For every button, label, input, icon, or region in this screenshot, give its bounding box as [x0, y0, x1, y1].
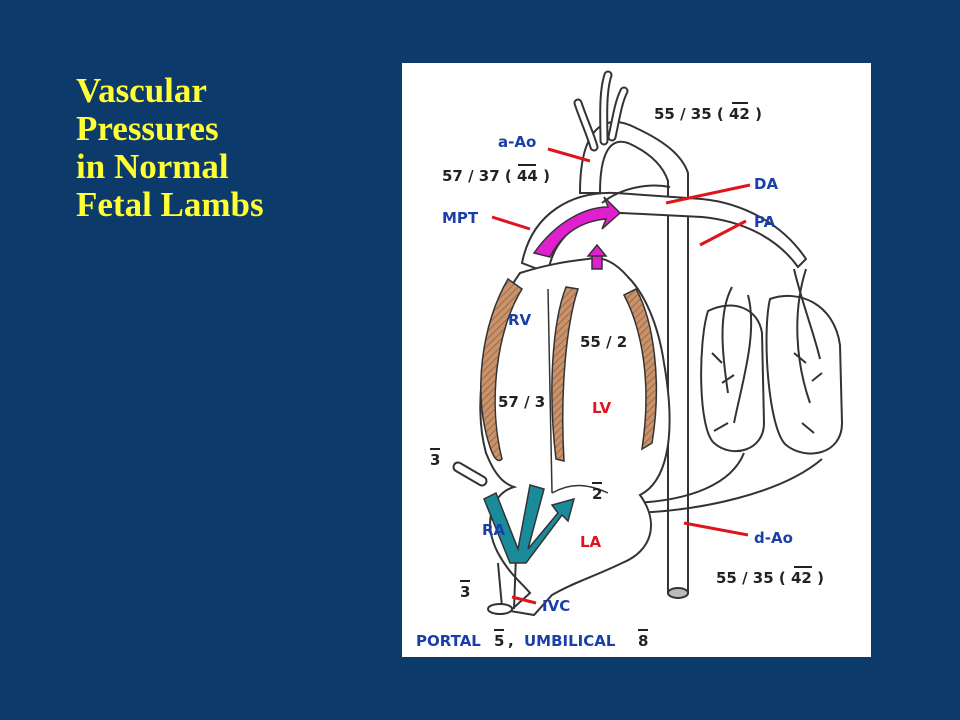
label-umbilical: UMBILICAL [524, 632, 616, 650]
label-da: DA [754, 175, 778, 193]
interventricular-septum [551, 286, 579, 462]
pressure-ascending-aorta: 55 / 35 ( 42 ) [654, 105, 762, 123]
title-line-2: Pressures [76, 109, 219, 148]
label-ra: RA [482, 521, 506, 539]
label-pa: PA [754, 213, 776, 231]
fetal-circulation-diagram: a-Ao MPT DA PA RV RA IVC d-Ao LV LA 55 /… [402, 63, 871, 657]
pressure-portal: 5 [494, 632, 504, 650]
label-mpt: MPT [442, 209, 479, 227]
label-ivc: IVC [542, 597, 570, 615]
inferior-vena-cava [497, 554, 517, 610]
pressure-umbilical: 8 [638, 632, 648, 650]
label-portal: PORTAL [416, 632, 481, 650]
flow-arrow-pulmonary [532, 196, 622, 258]
label-rv: RV [508, 311, 532, 329]
pressure-la: 2 [592, 485, 602, 503]
descending-aorta-end [667, 587, 689, 599]
diagram-svg: a-Ao MPT DA PA RV RA IVC d-Ao LV LA 55 /… [416, 70, 844, 650]
pressure-ivc: 3 [460, 583, 470, 601]
pressure-descending-aorta: 55 / 35 ( 42 ) [716, 569, 824, 587]
label-lv: LV [592, 399, 611, 417]
rv-free-wall [480, 277, 524, 462]
pressure-svc: 3 [430, 451, 440, 469]
label-la: LA [580, 533, 602, 551]
pulmonary-veins [631, 452, 823, 514]
lv-free-wall [622, 288, 658, 451]
ductus-arteriosus [601, 184, 671, 204]
pressure-mpt: 57 / 37 ( 44 ) [442, 167, 550, 185]
title-line-3: in Normal [76, 147, 229, 186]
pulmonary-branches [711, 268, 823, 434]
title-line-4: Fetal Lambs [76, 185, 264, 224]
pressure-lv: 55 / 2 [580, 333, 627, 351]
title-line-1: Vascular [76, 71, 207, 110]
slide-title: Vascular Pressures in Normal Fetal Lambs [76, 72, 264, 224]
separator-comma: , [508, 632, 514, 650]
label-d-ao: d-Ao [754, 529, 793, 547]
label-a-ao: a-Ao [498, 133, 536, 151]
pressure-rv: 57 / 3 [498, 393, 545, 411]
lung-left [765, 294, 844, 455]
flow-arrow-aortic [591, 254, 603, 270]
lung-right [700, 304, 766, 453]
pointer-lines [491, 147, 751, 605]
flow-arrow-venous [483, 484, 576, 564]
